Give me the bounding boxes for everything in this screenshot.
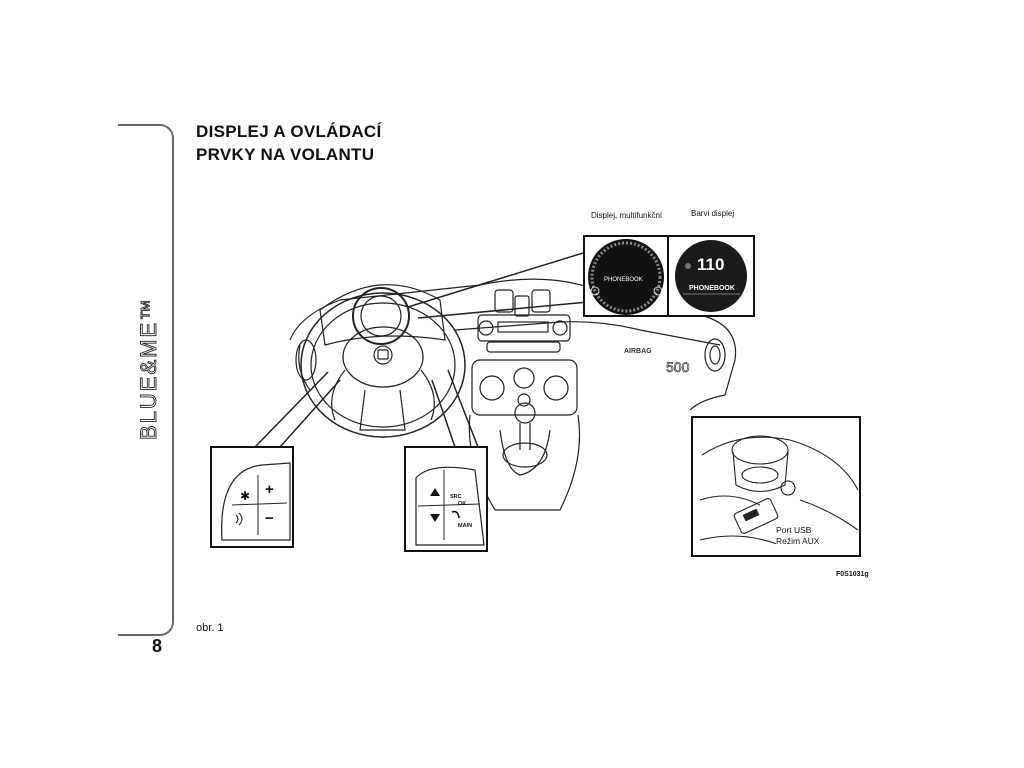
fiat-badge (373, 345, 393, 365)
figure-caption: obr. 1 (196, 622, 224, 634)
hvac-panel (471, 359, 578, 416)
figure-code: F0S1031g (836, 571, 869, 578)
svg-text:OK: OK (458, 501, 466, 507)
aux-mode-label: Režim AUX (776, 536, 820, 546)
page-number: 8 (152, 636, 163, 656)
page-title: DISPLEJ A OVLÁDACÍ PRVKY NA VOLANTU (196, 120, 382, 166)
svg-text:BLUE&ME™: BLUE&ME™ (136, 297, 161, 440)
right-vent (704, 338, 726, 372)
color-display: 110 PHONEBOOK (667, 235, 755, 317)
label-display-color: Barvi displej (691, 209, 735, 218)
left-steering-controls: ✱ + − (210, 446, 294, 548)
svg-text:PHONEBOOK: PHONEBOOK (689, 285, 735, 292)
svg-text:+: + (265, 481, 274, 498)
hazard-button (514, 295, 530, 317)
svg-text:PHONEBOOK: PHONEBOOK (604, 277, 643, 283)
svg-text:MAIN: MAIN (458, 523, 472, 529)
svg-text:110: 110 (697, 255, 724, 274)
sidebar-bracket (118, 124, 174, 636)
usb-port-label: Port USB (776, 525, 812, 535)
steering-wheel-rim (300, 292, 466, 438)
svg-text:AIRBAG: AIRBAG (624, 348, 652, 355)
blue-and-me-logo: BLUE&ME™ (136, 296, 162, 440)
svg-text:−: − (265, 510, 274, 527)
label-display-multi: Displej, multifunkční (591, 211, 663, 220)
title-line-2: PRVKY NA VOLANTU (196, 145, 375, 164)
multifunction-display: PHONEBOOK (583, 235, 669, 317)
svg-text:✱: ✱ (240, 489, 250, 503)
speedometer (352, 287, 410, 345)
right-steering-controls: SRC OK MAIN (404, 446, 488, 552)
steering-hub (342, 326, 424, 388)
radio (477, 314, 571, 342)
cluster-hood (319, 284, 446, 346)
center-console (468, 414, 581, 511)
usb-aux-label: Port USB Režim AUX (776, 525, 820, 547)
svg-text:SRC: SRC (450, 494, 462, 500)
title-line-1: DISPLEJ A OVLÁDACÍ (196, 122, 382, 141)
gear-knob (514, 402, 536, 424)
svg-text:500: 500 (666, 359, 690, 375)
